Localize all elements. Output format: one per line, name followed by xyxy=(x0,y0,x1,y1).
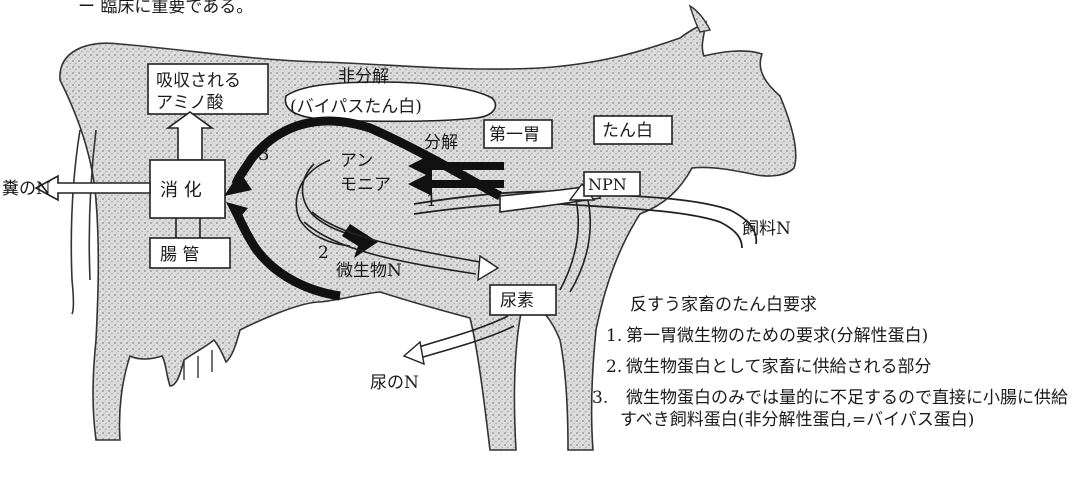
legend-item-num: 3. xyxy=(606,387,626,409)
legend-item-2: 2.微生物蛋白として家畜に供給される部分 xyxy=(606,356,1071,378)
protein-label: たん白 xyxy=(602,121,653,141)
npn-label: NPN xyxy=(588,175,627,194)
num-2-label: 2 xyxy=(318,243,329,263)
urea-label: 尿素 xyxy=(500,291,534,311)
absorbed-amino-acids-line1: 吸収される xyxy=(156,71,241,91)
intestine-label: 腸 管 xyxy=(160,245,199,265)
fecal-n-label: 糞のN xyxy=(2,179,51,199)
rumen-label: 第一胃 xyxy=(489,125,540,145)
top-text-fragment: ー 臨床に重要である。 xyxy=(78,0,253,17)
legend-item-3: 3.微生物蛋白のみでは量的に不足するので直接に小腸に供給すべき飼料蛋白(非分解性… xyxy=(606,387,1071,431)
legend-item-text: 微生物蛋白のみでは量的に不足するので直接に小腸に供給すべき飼料蛋白(非分解性蛋白… xyxy=(620,388,1068,430)
feed-n-label: 飼料N xyxy=(742,219,791,239)
legend-item-text: 微生物蛋白として家畜に供給される部分 xyxy=(626,357,932,377)
urinary-arrowhead xyxy=(404,342,424,364)
nondegraded-label: 非分解 xyxy=(338,67,389,87)
absorbed-amino-acids-line2: アミノ酸 xyxy=(156,93,224,113)
legend-item-num: 2. xyxy=(606,356,626,378)
ammonia-line1: アン xyxy=(340,151,373,171)
legend-item-1: 1.第一胃微生物のための要求(分解性蛋白) xyxy=(606,325,1071,347)
digestion-label: 消 化 xyxy=(160,180,202,201)
legend-item-text: 第一胃微生物のための要求(分解性蛋白) xyxy=(626,326,928,346)
legend: 反すう家畜のたん白要求 1.第一胃微生物のための要求(分解性蛋白) 2.微生物蛋… xyxy=(606,290,1071,440)
microbial-n-label: 微生物N xyxy=(336,261,402,281)
legend-item-num: 1. xyxy=(606,325,626,347)
num-1-label: 1 xyxy=(426,191,437,211)
urinary-n-label: 尿のN xyxy=(370,373,419,393)
cow-tail xyxy=(71,130,96,314)
num-3-label: 3 xyxy=(258,144,269,165)
cow-horn xyxy=(690,6,710,32)
legend-title: 反すう家畜のたん白要求 xyxy=(630,290,1071,315)
ammonia-line2: モニア xyxy=(340,175,391,195)
degraded-label: 分解 xyxy=(424,133,458,153)
bypass-protein-label: (バイパスたん白) xyxy=(290,97,422,117)
